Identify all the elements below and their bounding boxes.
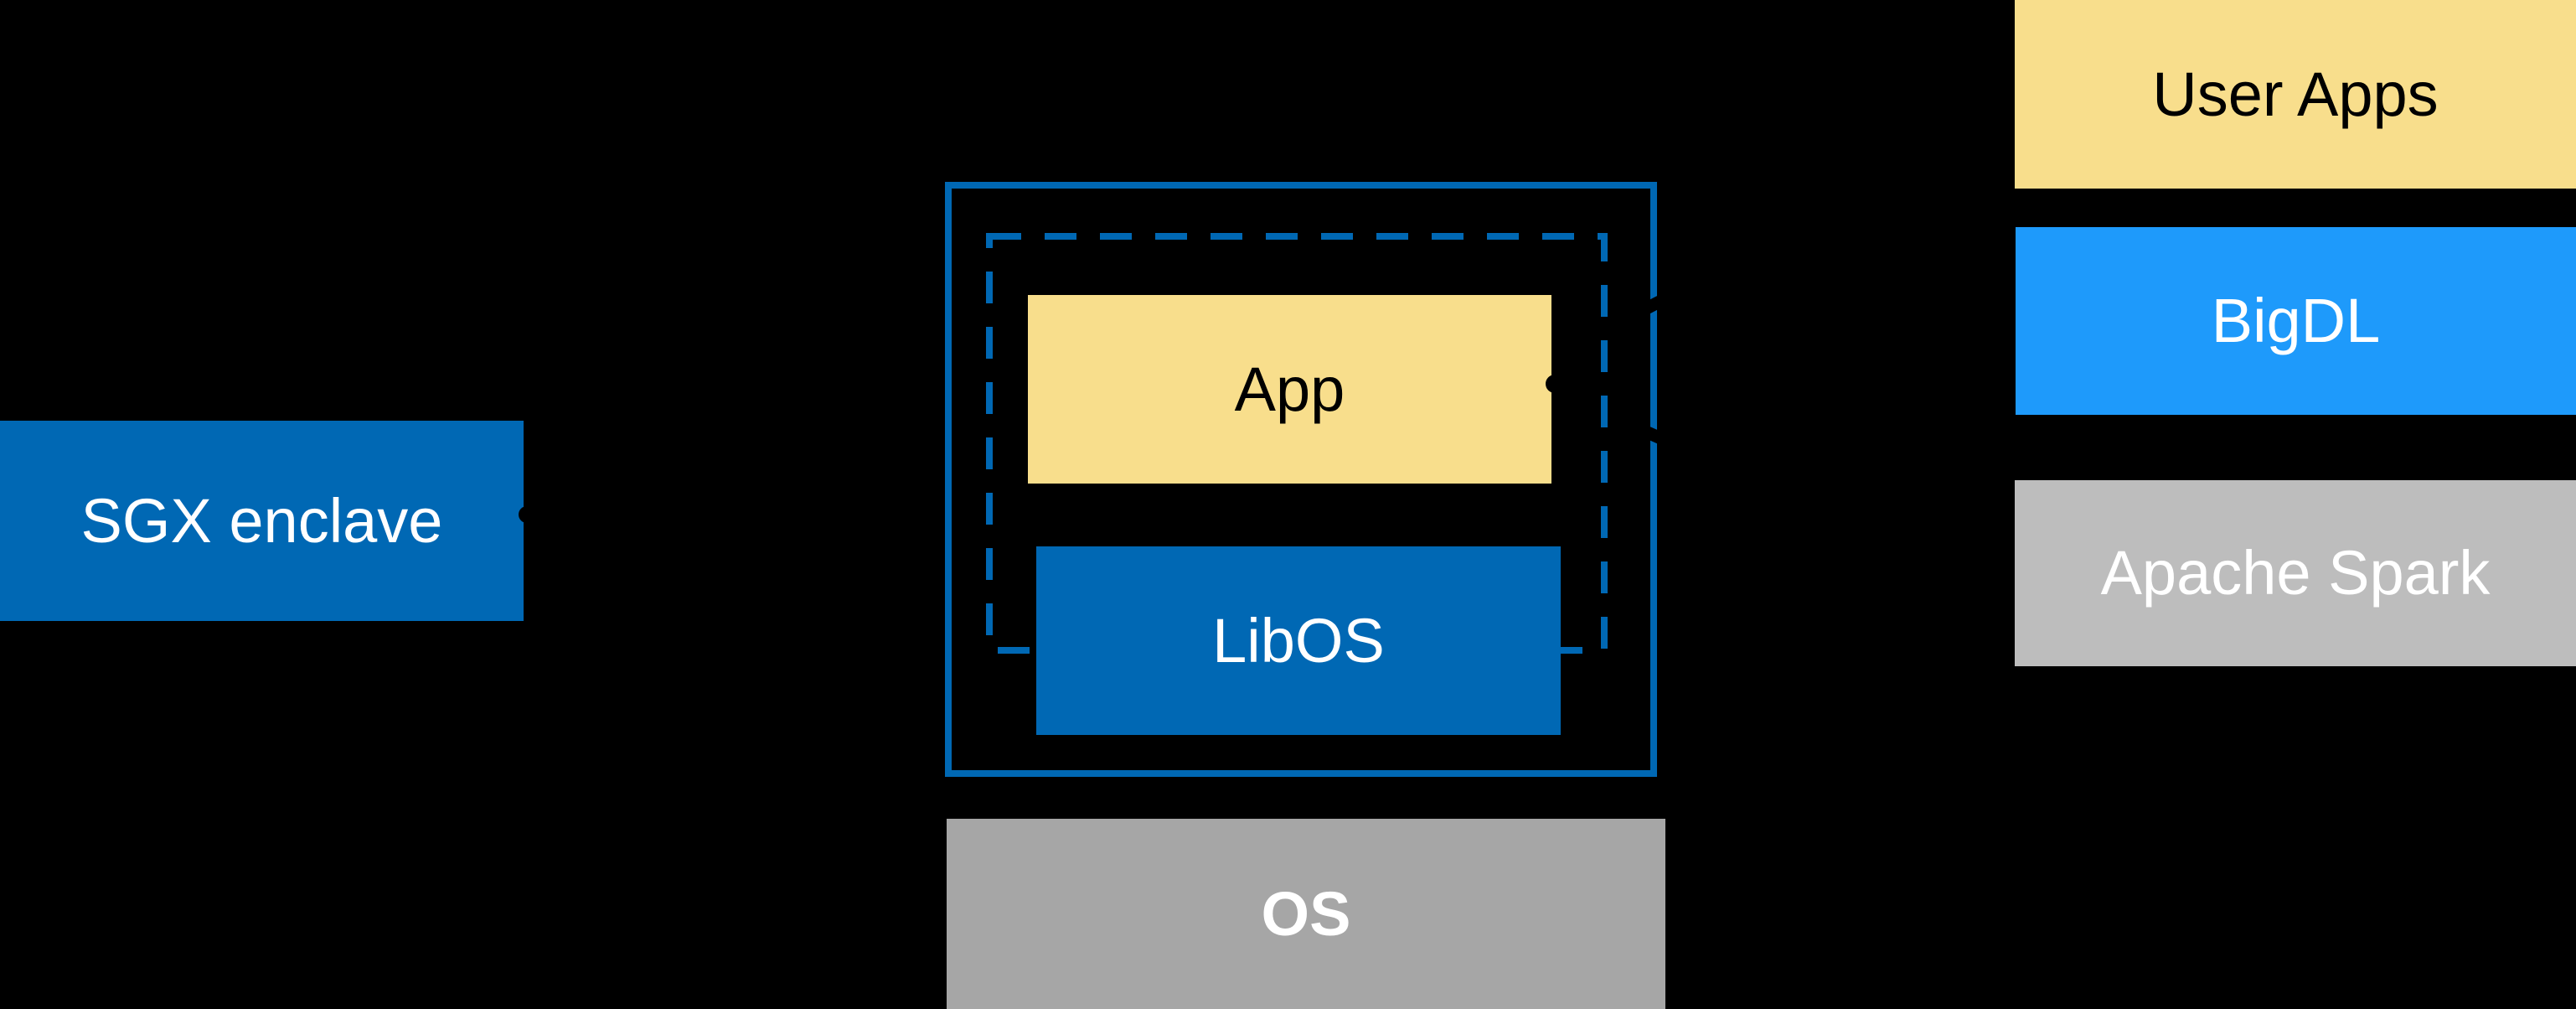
os-box: OS [947, 819, 1665, 1009]
apache-spark-box: Apache Spark [2015, 480, 2576, 666]
user-apps-label: User Apps [2152, 59, 2439, 129]
bigdl-box: BigDL [2016, 227, 2576, 415]
app-box: App [1028, 295, 1551, 484]
libos-label: LibOS [1212, 605, 1385, 675]
brace-notch-upper [1625, 282, 1689, 323]
connector-dot [519, 506, 535, 523]
enclave-outer-box [945, 182, 1657, 777]
libos-box: LibOS [1036, 546, 1561, 735]
bigdl-label: BigDL [2211, 286, 2381, 355]
brace-notch-lower [1625, 418, 1689, 455]
apache-spark-label: Apache Spark [2100, 538, 2491, 608]
sgx-enclave-box: SGX enclave [0, 421, 524, 621]
app-label: App [1234, 354, 1345, 424]
os-label: OS [1261, 878, 1351, 949]
sgx-enclave-label: SGX enclave [80, 485, 443, 556]
user-apps-box: User Apps [2015, 0, 2576, 189]
arrow-tip-dot [1546, 375, 1564, 393]
